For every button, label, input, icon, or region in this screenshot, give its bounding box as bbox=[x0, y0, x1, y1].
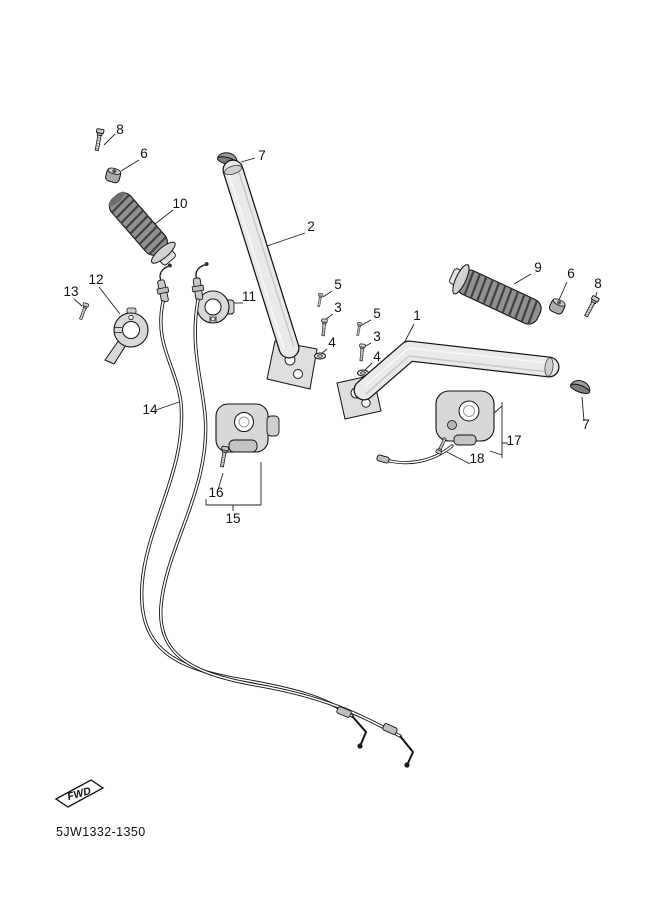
part-8-bolt-left bbox=[92, 128, 105, 152]
part-4-washer-left bbox=[314, 352, 326, 360]
callout-15: 15 bbox=[225, 511, 240, 526]
callout-1: 1 bbox=[413, 308, 421, 323]
part-12-clamp bbox=[104, 307, 149, 365]
callout-4-right: 4 bbox=[373, 349, 381, 364]
part-11-clamp bbox=[196, 290, 235, 324]
part-code: 5JW1332-1350 bbox=[56, 825, 146, 839]
part-8-bolt-right bbox=[582, 294, 600, 319]
cable-end-a bbox=[336, 706, 368, 749]
cable-end-b bbox=[382, 723, 415, 768]
cable-adjuster-b bbox=[191, 262, 209, 301]
callout-6-b: 6 bbox=[567, 266, 575, 281]
part-9-grip-right bbox=[449, 264, 542, 325]
callout-12: 12 bbox=[88, 272, 103, 287]
callout-3-left: 3 bbox=[334, 300, 342, 315]
part-10-grip-left bbox=[108, 191, 176, 266]
callout-16: 16 bbox=[208, 485, 223, 500]
callout-4-left: 4 bbox=[328, 335, 336, 350]
part-15-holder bbox=[215, 403, 280, 453]
part-5-screw-right bbox=[355, 321, 363, 337]
part-17-switch-housing bbox=[435, 390, 495, 446]
callout-7-b: 7 bbox=[582, 417, 590, 432]
part-14-cables bbox=[140, 262, 415, 768]
part-3-bolt-right bbox=[358, 343, 366, 362]
callout-14: 14 bbox=[142, 402, 158, 417]
callout-9: 9 bbox=[534, 260, 542, 275]
callout-13: 13 bbox=[63, 284, 78, 299]
callout-17: 17 bbox=[506, 433, 521, 448]
leader-lines bbox=[73, 133, 598, 511]
callout-2: 2 bbox=[307, 219, 315, 234]
part-13-bolt bbox=[77, 302, 90, 321]
callout-7-a: 7 bbox=[258, 148, 266, 163]
part-2-handlebar-left bbox=[222, 159, 318, 390]
callout-5-left: 5 bbox=[334, 277, 342, 292]
fwd-arrow: FWD bbox=[54, 779, 105, 808]
part-7-cap-right bbox=[568, 377, 593, 396]
part-6-collar-left bbox=[104, 166, 123, 185]
callout-6-a: 6 bbox=[140, 146, 148, 161]
part-6-collar-right bbox=[547, 296, 568, 316]
cable-adjuster-a bbox=[156, 263, 172, 303]
callout-5-right: 5 bbox=[373, 306, 381, 321]
callout-3-right: 3 bbox=[373, 329, 381, 344]
callout-8-a: 8 bbox=[116, 122, 124, 137]
callout-10: 10 bbox=[172, 196, 187, 211]
part-5-screw-left bbox=[316, 292, 324, 308]
switch-cable bbox=[376, 444, 454, 465]
part-1-handlebar-right bbox=[336, 340, 560, 420]
callout-11: 11 bbox=[242, 289, 256, 304]
part-3-bolt-left bbox=[320, 318, 328, 337]
callout-18: 18 bbox=[469, 451, 484, 466]
callout-8-b: 8 bbox=[594, 276, 602, 291]
